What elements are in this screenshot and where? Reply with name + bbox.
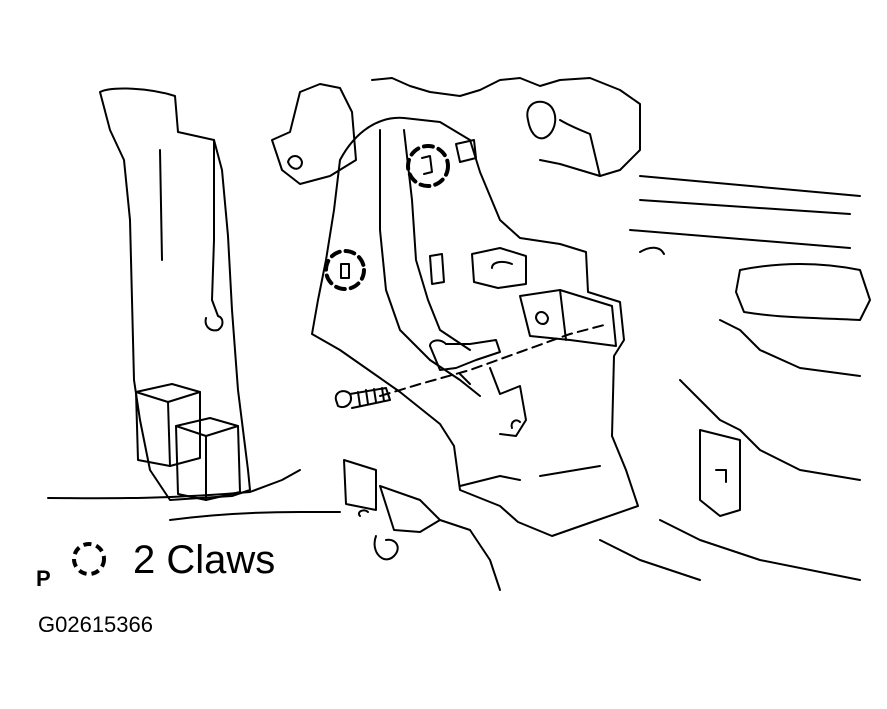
connector-blocks <box>135 383 241 501</box>
alignment-line <box>379 323 609 397</box>
claw-marker-left <box>324 249 366 291</box>
claw-marker-upper <box>406 144 450 188</box>
left-housing <box>47 87 341 521</box>
screw-icon <box>334 387 391 409</box>
legend-marker-label: P <box>36 566 51 591</box>
figure-code: G02615366 <box>38 612 153 637</box>
right-frame <box>599 175 871 581</box>
legend-text: 2 Claws <box>133 538 276 582</box>
lower-bracket <box>343 459 501 591</box>
cover-part <box>311 116 639 537</box>
dashed-circle-icon <box>72 542 106 576</box>
upper-background-parts <box>271 77 641 185</box>
